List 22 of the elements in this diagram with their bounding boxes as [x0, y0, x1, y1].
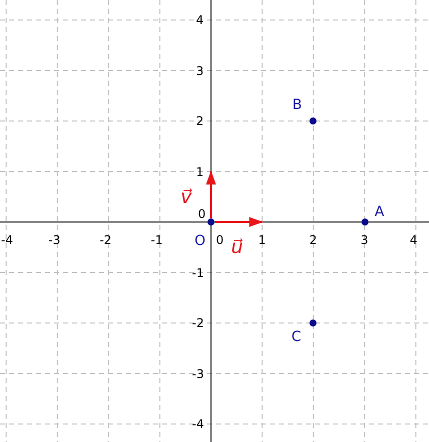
x-tick-label: 1 [258, 233, 266, 247]
x-tick-label: 0 [216, 233, 224, 247]
y-tick-label: -4 [192, 417, 204, 431]
y-tick-label: 3 [196, 64, 204, 78]
x-tick-label: -2 [100, 233, 112, 247]
y-tick-label: 1 [196, 164, 204, 178]
point-label: O [194, 233, 206, 249]
y-tick-label: 0 [198, 207, 206, 221]
y-tick-label: -2 [192, 316, 204, 330]
x-tick-label: -3 [48, 233, 60, 247]
y-tick-label: 4 [196, 13, 204, 27]
x-tick-label: -1 [150, 233, 163, 247]
point-label: C [291, 329, 302, 345]
point-label: A [374, 204, 384, 220]
y-tick-label: -1 [192, 266, 204, 280]
x-tick-label: 3 [360, 233, 368, 247]
x-tick-label: 2 [309, 233, 318, 247]
x-tick-label: -4 [1, 233, 13, 247]
point-label: B [292, 97, 302, 113]
x-tick-label: 4 [410, 233, 418, 247]
y-tick-label: -3 [192, 366, 204, 380]
y-tick-label: 2 [196, 114, 204, 128]
